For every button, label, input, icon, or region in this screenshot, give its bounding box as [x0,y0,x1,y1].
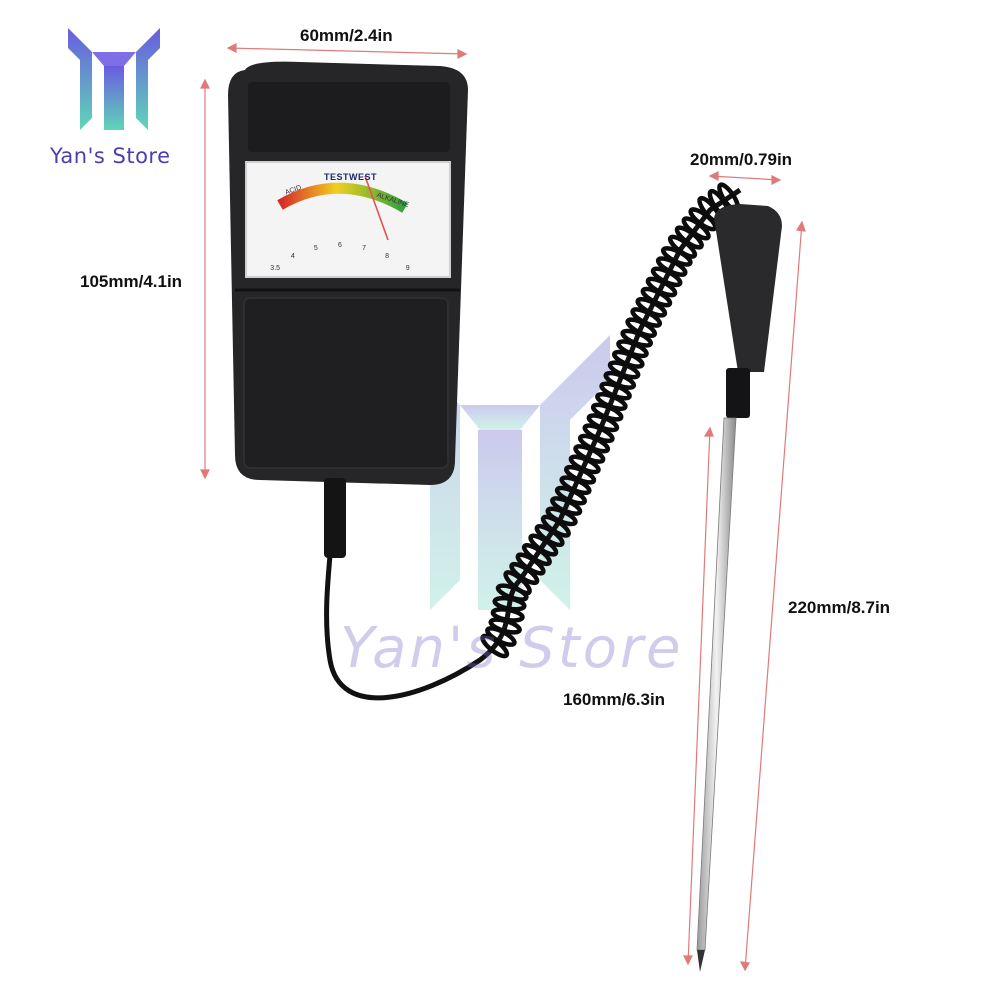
meter-needle [364,175,389,241]
meter-tick-label: 6 [338,242,342,249]
soil-probe [696,204,782,972]
meter-tick-label: 3.5 [270,265,281,273]
meter-tick-label: 7 [362,244,366,252]
meter-tick-label: 9 [405,265,410,273]
meter-brand-label: TESTWEST [324,172,377,182]
meter-tick-label: 8 [385,252,389,260]
cable-connector [324,478,346,558]
dimension-probe-rod-label: 160mm/6.3in [563,690,666,709]
dimension-height-label: 105mm/4.1in [80,272,183,291]
coiled-cable [324,182,742,701]
meter-tick-label: 5 [313,244,318,252]
dimension-probe-total-label: 220mm/8.7in [788,598,891,617]
dimension-width-label: 60mm/2.4in [300,26,393,45]
meter-tick-label: 4 [290,252,295,260]
store-logo-text: Yan's Store [50,144,171,168]
dimension-lines [200,43,806,972]
watermark-text: Yan's Store [340,616,684,681]
store-logo-icon [68,28,160,130]
meter-dial [245,161,451,278]
dimension-probe-head-label: 20mm/0.79in [690,150,793,169]
